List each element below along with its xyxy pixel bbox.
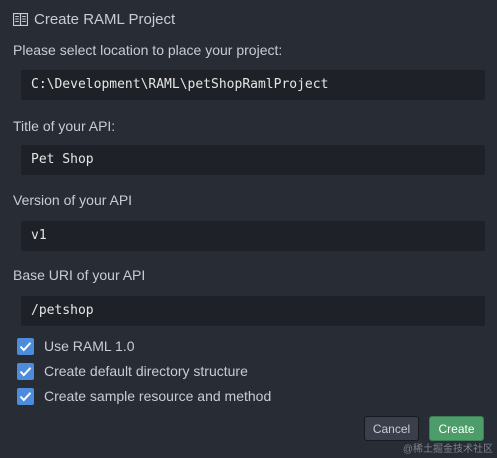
api-title-input[interactable]: Pet Shop (21, 145, 485, 175)
sample-resource-checkbox[interactable] (17, 387, 34, 405)
api-version-input[interactable]: v1 (21, 221, 485, 251)
use-raml-10-checkbox[interactable] (17, 337, 34, 355)
checkmark-icon (19, 366, 32, 376)
default-directory-option[interactable]: Create default directory structure (17, 361, 248, 381)
sample-resource-label: Create sample resource and method (44, 388, 272, 404)
base-uri-label: Base URI of your API (13, 267, 146, 283)
use-raml-10-option[interactable]: Use RAML 1.0 (17, 336, 135, 356)
watermark: @稀土掘金技术社区 (402, 444, 493, 455)
checkmark-icon (19, 391, 32, 401)
default-directory-label: Create default directory structure (44, 363, 248, 379)
location-input[interactable]: C:\Development\RAML\petShopRamlProject (21, 70, 485, 100)
sample-resource-option[interactable]: Create sample resource and method (17, 386, 271, 406)
api-version-label: Version of your API (13, 192, 133, 208)
api-title-label: Title of your API: (13, 118, 116, 134)
dialog-title: Create RAML Project (34, 10, 176, 28)
cancel-button[interactable]: Cancel (364, 416, 419, 441)
base-uri-input[interactable]: /petshop (21, 296, 485, 326)
use-raml-10-label: Use RAML 1.0 (44, 338, 135, 354)
book-icon (12, 11, 28, 27)
create-button[interactable]: Create (429, 416, 484, 441)
location-label: Please select location to place your pro… (13, 42, 283, 58)
checkmark-icon (19, 341, 32, 351)
dialog-title-bar: Create RAML Project (12, 9, 175, 29)
default-directory-checkbox[interactable] (17, 362, 34, 380)
